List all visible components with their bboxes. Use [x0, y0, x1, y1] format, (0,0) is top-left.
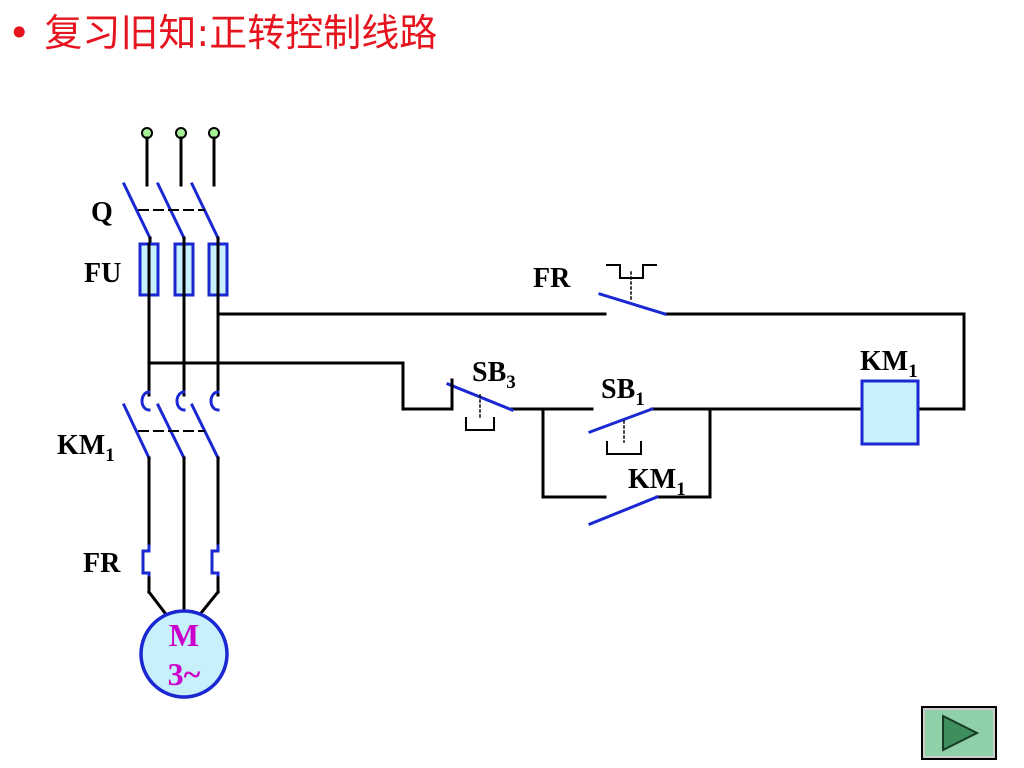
label-fu: FU	[84, 258, 121, 289]
label-km1-aux: KM1	[628, 464, 686, 500]
label-fr-control: FR	[533, 263, 571, 294]
bullet: •	[8, 11, 31, 55]
sb3-stop-button	[446, 378, 514, 431]
play-triangle-icon	[921, 706, 997, 760]
switch-q	[121, 181, 221, 241]
label-sb3: SB3	[472, 357, 516, 393]
fr-thermal-elements	[141, 544, 220, 580]
km1-main-contacts	[122, 390, 221, 461]
slide-title-text: 复习旧知:正转控制线路	[44, 11, 438, 55]
supply-leads	[145, 136, 216, 187]
slide-title: • 复习旧知:正转控制线路	[8, 8, 437, 58]
km1-aux-contact	[588, 495, 659, 526]
motor-label-phase: 3~	[168, 656, 201, 692]
motor	[139, 609, 229, 699]
main-circuit-wires	[147, 293, 220, 397]
fuses-fu	[138, 242, 229, 297]
control-circuit-wires	[147, 312, 966, 499]
label-km1-main: KM1	[57, 430, 115, 466]
label-q: Q	[91, 197, 113, 228]
fr-control-contact	[598, 264, 667, 316]
motor-label-m: M	[169, 617, 199, 653]
next-slide-button[interactable]	[921, 706, 997, 760]
sb1-start-button	[588, 407, 654, 455]
label-fr-main: FR	[83, 548, 121, 579]
label-km1-coil: KM1	[860, 346, 918, 382]
km1-coil	[860, 379, 920, 446]
label-sb1: SB1	[601, 374, 645, 410]
